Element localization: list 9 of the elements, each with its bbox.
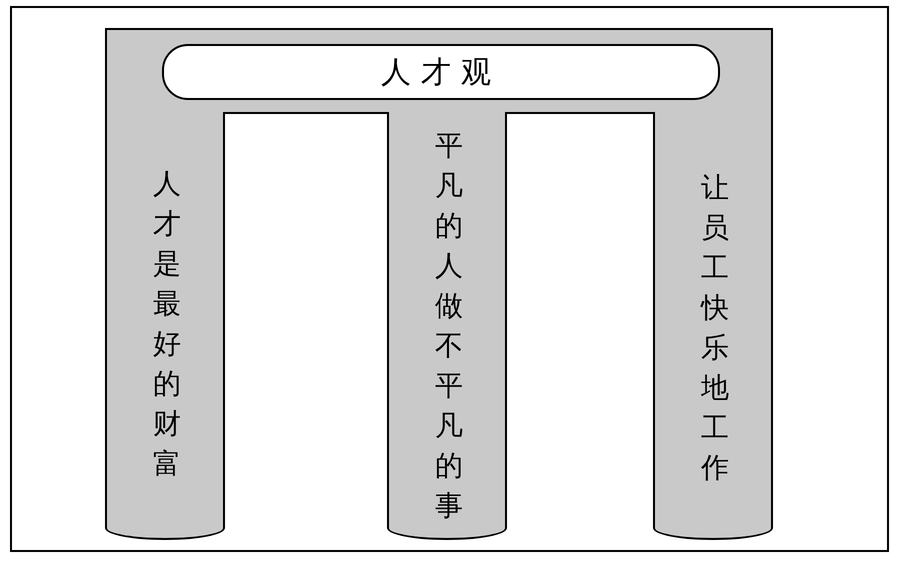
title-text: 人才观 [381,54,501,92]
beam-box [105,28,773,114]
pillar [387,112,507,540]
pillar [653,112,773,540]
title-box [162,44,720,100]
pillar [105,112,225,540]
pillar-text: 让员工快乐地工作 [701,170,729,486]
pillar-text: 人才是最好的财富 [153,166,181,482]
pillar-text: 平凡的人做不平凡的事 [435,128,463,524]
